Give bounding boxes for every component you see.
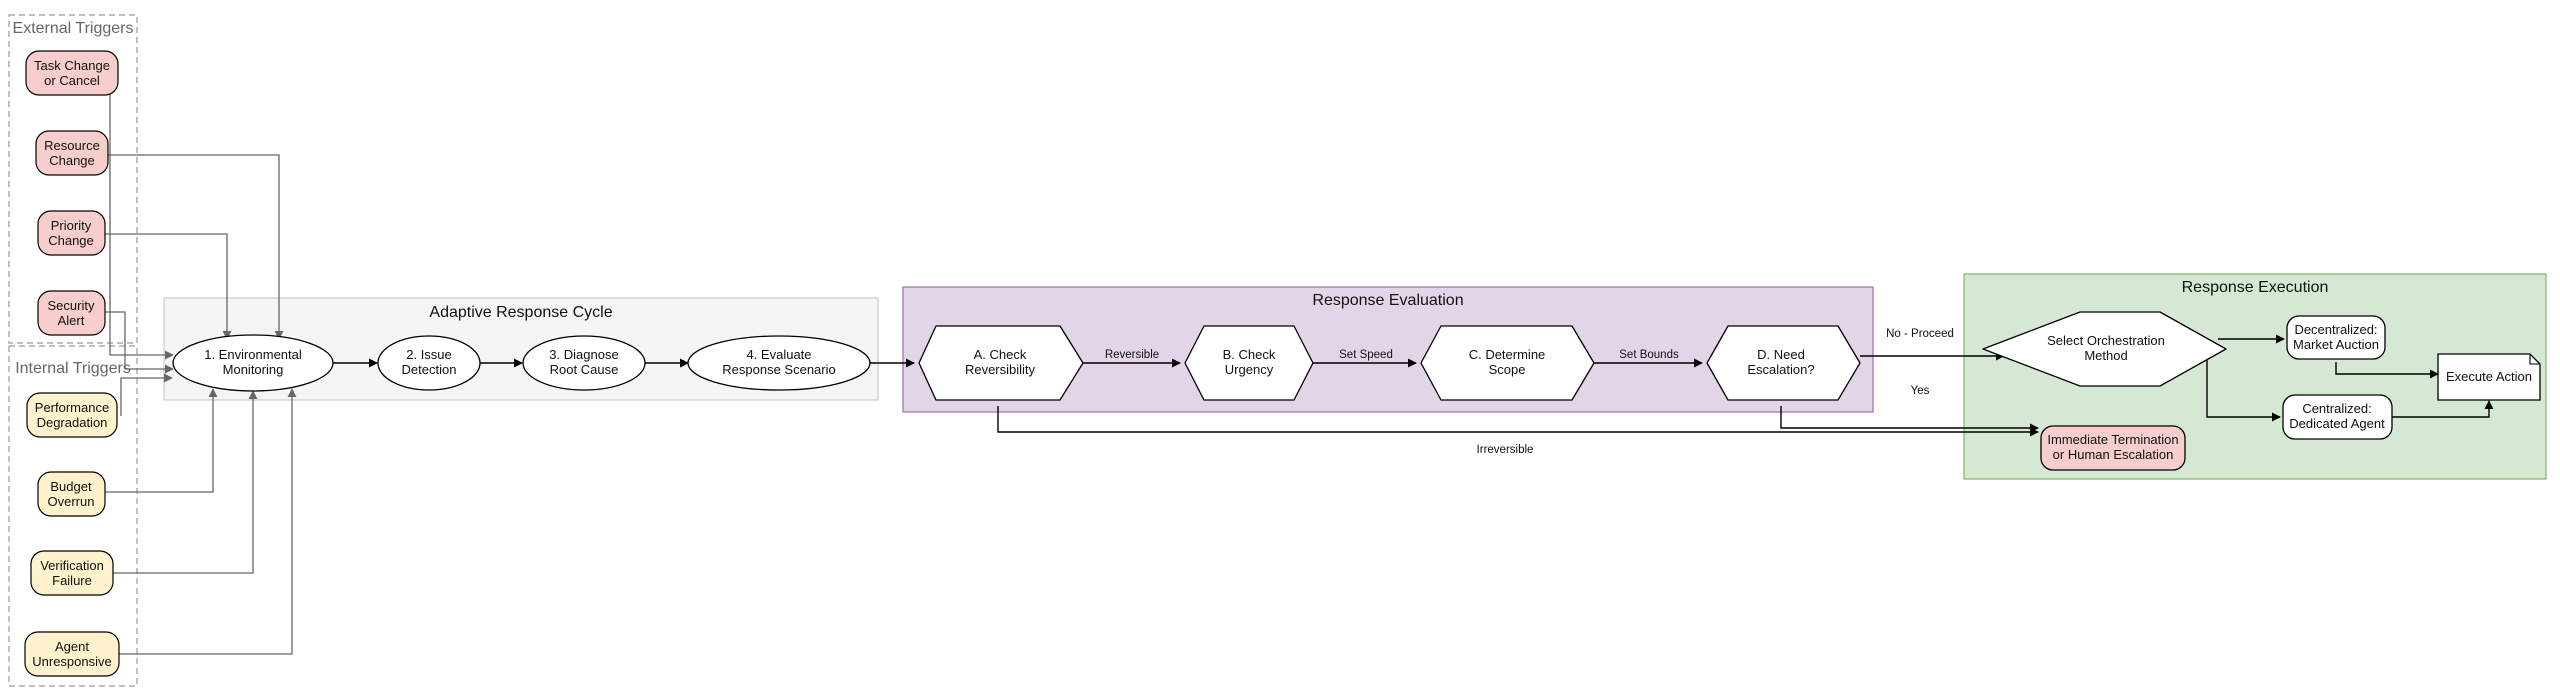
trigger-resource-change: Resource Change xyxy=(35,130,109,176)
decision-reversibility-line2: Reversibility xyxy=(965,362,1036,377)
node-diagnose-line2: Root Cause xyxy=(550,362,619,377)
flow-edges xyxy=(333,334,2494,437)
decision-determine-scope: C. Determine Scope xyxy=(1420,325,1595,401)
trigger-agent-line2: Unresponsive xyxy=(32,654,112,669)
trigger-security-alert: Security Alert xyxy=(37,290,106,336)
trigger-verification-line2: Failure xyxy=(52,573,92,588)
node-diagnose-line1: 3. Diagnose xyxy=(549,347,618,362)
decision-urgency-line1: B. Check xyxy=(1223,347,1276,362)
decision-select-orchestration: Select Orchestration Method xyxy=(1982,311,2227,387)
cluster-title-internal: Internal Triggers xyxy=(15,360,131,377)
edge-escalation-to-termination xyxy=(1780,406,2039,433)
cluster-title-cycle: Adaptive Response Cycle xyxy=(429,304,612,321)
decision-urgency-line2: Urgency xyxy=(1225,362,1274,377)
edge-decentralized-to-execute xyxy=(2335,362,2439,379)
decision-escalation-line1: D. Need xyxy=(1757,347,1805,362)
cluster-external-triggers: External Triggers xyxy=(8,14,138,344)
node-detection-line2: Detection xyxy=(402,362,457,377)
edge-label-set-bounds: Set Bounds xyxy=(1619,349,1679,361)
edge-label-no-proceed: No - Proceed xyxy=(1886,328,1954,340)
node-decentralized-line2: Market Auction xyxy=(2293,337,2379,352)
edge-resource-change-to-monitoring xyxy=(108,154,284,340)
trigger-performance-degradation: Performance Degradation xyxy=(26,392,118,438)
trigger-performance-line2: Degradation xyxy=(37,415,108,430)
node-diagnose-root-cause: 3. Diagnose Root Cause xyxy=(522,335,646,391)
trigger-task-change-line2: or Cancel xyxy=(44,73,100,88)
trigger-verification-failure: Verification Failure xyxy=(30,550,114,596)
decision-reversibility-line1: A. Check xyxy=(974,347,1027,362)
node-centralized-dedicated-agent: Centralized: Dedicated Agent xyxy=(2282,394,2393,440)
trigger-budget-line1: Budget xyxy=(50,479,92,494)
edge-centralized-to-execute xyxy=(2392,400,2494,418)
trigger-agent-unresponsive: Agent Unresponsive xyxy=(24,631,120,677)
cluster-title-external: External Triggers xyxy=(13,20,134,37)
edge-verification-to-monitoring xyxy=(113,390,258,574)
decision-need-escalation: D. Need Escalation? xyxy=(1706,325,1861,401)
cluster-internal-triggers: Internal Triggers xyxy=(8,345,138,687)
node-monitoring-line2: Monitoring xyxy=(223,362,284,377)
edge-orchestration-to-centralized xyxy=(2206,360,2281,422)
trigger-edges xyxy=(105,80,297,655)
edge-performance-to-monitoring xyxy=(120,373,173,416)
edge-reversibility-to-termination xyxy=(997,406,2039,437)
node-execute-action: Execute Action xyxy=(2437,353,2541,401)
trigger-budget-line2: Overrun xyxy=(48,494,95,509)
decision-scope-line1: C. Determine xyxy=(1469,347,1546,362)
trigger-security-alert-line1: Security xyxy=(48,298,95,313)
edge-agent-to-monitoring xyxy=(118,388,297,655)
trigger-agent-line1: Agent xyxy=(55,639,89,654)
cluster-title-evaluation: Response Evaluation xyxy=(1312,292,1463,309)
edge-label-reversible: Reversible xyxy=(1105,349,1159,361)
trigger-task-change-line1: Task Change xyxy=(34,58,110,73)
trigger-priority-change-line1: Priority xyxy=(51,218,92,233)
node-centralized-line2: Dedicated Agent xyxy=(2289,416,2385,431)
node-execute-label: Execute Action xyxy=(2446,369,2532,384)
edge-label-set-speed: Set Speed xyxy=(1339,349,1393,361)
node-immediate-termination: Immediate Termination or Human Escalatio… xyxy=(2040,425,2186,471)
node-termination-line1: Immediate Termination xyxy=(2047,432,2178,447)
trigger-priority-change-line2: Change xyxy=(48,233,94,248)
trigger-budget-overrun: Budget Overrun xyxy=(37,471,106,517)
node-environmental-monitoring: 1. Environmental Monitoring xyxy=(172,334,334,392)
decision-orchestration-line1: Select Orchestration xyxy=(2047,333,2165,348)
trigger-priority-change: Priority Change xyxy=(37,210,106,256)
trigger-security-alert-line2: Alert xyxy=(58,313,85,328)
trigger-resource-change-line2: Change xyxy=(49,153,95,168)
decision-escalation-line2: Escalation? xyxy=(1747,362,1814,377)
node-issue-detection: 2. Issue Detection xyxy=(377,335,481,391)
trigger-task-change: Task Change or Cancel xyxy=(25,50,119,96)
cluster-title-execution: Response Execution xyxy=(2182,279,2329,296)
edge-label-irreversible: Irreversible xyxy=(1477,444,1534,456)
decision-check-reversibility: A. Check Reversibility xyxy=(918,325,1084,401)
node-termination-line2: or Human Escalation xyxy=(2053,447,2174,462)
node-decentralized-line1: Decentralized: xyxy=(2294,322,2377,337)
node-monitoring-line1: 1. Environmental xyxy=(204,347,302,362)
node-detection-line1: 2. Issue xyxy=(406,347,452,362)
trigger-performance-line1: Performance xyxy=(35,400,109,415)
edge-task-change-to-monitoring xyxy=(109,80,174,360)
node-centralized-line1: Centralized: xyxy=(2302,401,2371,416)
trigger-resource-change-line1: Resource xyxy=(44,138,100,153)
decision-orchestration-line2: Method xyxy=(2084,348,2127,363)
edge-security-alert-to-monitoring xyxy=(105,311,174,374)
edge-priority-change-to-monitoring xyxy=(105,233,232,340)
edge-label-yes: Yes xyxy=(1911,385,1930,397)
decision-scope-line2: Scope xyxy=(1489,362,1526,377)
node-evaluate-line2: Response Scenario xyxy=(722,362,835,377)
node-evaluate-response-scenario: 4. Evaluate Response Scenario xyxy=(687,335,871,391)
edge-budget-to-monitoring xyxy=(105,388,218,493)
node-decentralized-market-auction: Decentralized: Market Auction xyxy=(2286,315,2386,360)
edge-labels: Reversible Set Speed Set Bounds No - Pro… xyxy=(1105,328,1954,456)
decision-check-urgency: B. Check Urgency xyxy=(1184,325,1314,401)
trigger-verification-line1: Verification xyxy=(40,558,104,573)
node-evaluate-line1: 4. Evaluate xyxy=(746,347,811,362)
